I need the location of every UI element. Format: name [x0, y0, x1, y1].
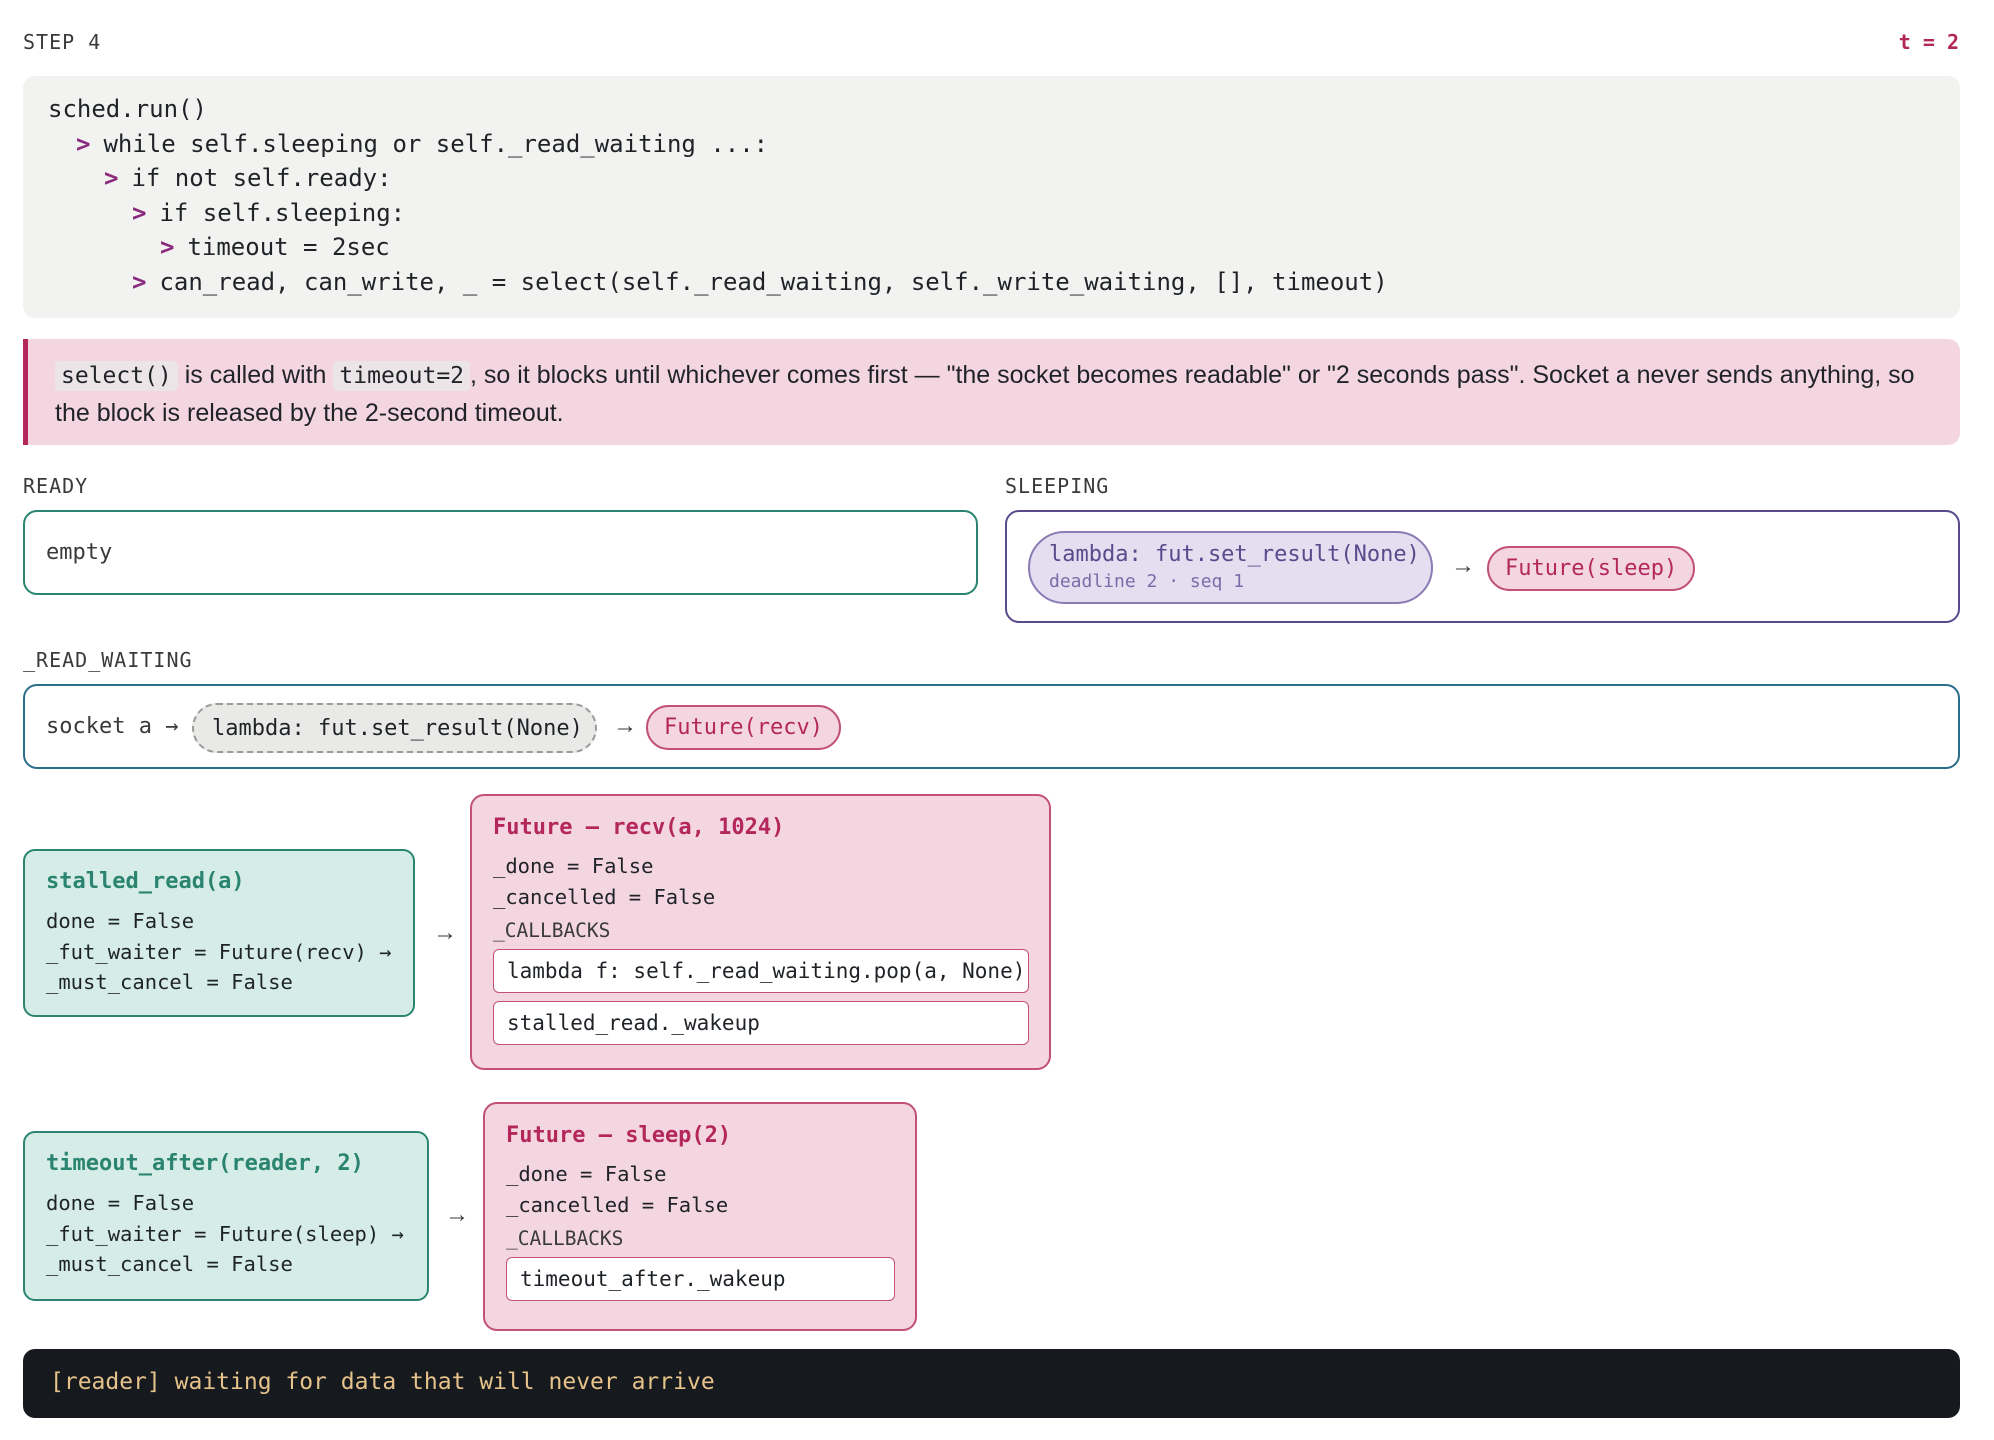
task-field: _fut_waiter = Future(sleep) → [46, 1221, 404, 1246]
arrow-icon: → [445, 1201, 469, 1228]
read-waiting-title: _READ_WAITING [23, 648, 193, 672]
code-line: >can_read, can_write, _ = select(self._r… [132, 267, 1388, 296]
future-recv-pill: Future(recv) [646, 705, 841, 750]
socket-label: socket a → [46, 714, 179, 739]
task-stalled-read: stalled_read(a) done = False _fut_waiter… [23, 849, 415, 1017]
callback-item: timeout_after._wakeup [506, 1257, 895, 1301]
time-label: t = 2 [1898, 30, 1959, 54]
arrow-icon: → [433, 919, 457, 946]
future-recv-card: Future — recv(a, 1024) _done = False _ca… [470, 794, 1051, 1070]
ready-queue: empty [23, 510, 978, 595]
task-field: _must_cancel = False [46, 970, 293, 994]
task-field: done = False [46, 1191, 195, 1215]
inline-code: timeout=2 [333, 361, 471, 391]
ready-empty-text: empty [46, 540, 113, 565]
callbacks-label: _CALLBACKS [506, 1227, 624, 1250]
task-timeout-after: timeout_after(reader, 2) done = False _f… [23, 1131, 429, 1301]
code-line: >while self.sleeping or self._read_waiti… [76, 129, 769, 158]
code-line: sched.run() [48, 95, 207, 123]
future-title: Future — recv(a, 1024) [493, 815, 785, 840]
step-label: STEP 4 [23, 30, 102, 54]
caret-icon: > [104, 164, 119, 193]
future-title: Future — sleep(2) [506, 1123, 732, 1148]
task-field: done = False [46, 909, 195, 933]
future-field: _done = False [493, 854, 654, 878]
task-field: _must_cancel = False [46, 1252, 293, 1276]
future-field: _done = False [506, 1162, 667, 1186]
caret-icon: > [160, 233, 175, 262]
callbacks-label: _CALLBACKS [493, 919, 611, 942]
caret-icon: > [132, 198, 147, 227]
log-output: [reader] waiting for data that will neve… [23, 1349, 1960, 1418]
sleeping-queue: lambda: fut.set_result(None) deadline 2 … [1005, 510, 1960, 623]
future-field: _cancelled = False [493, 884, 716, 909]
read-waiting-map: socket a → lambda: fut.set_result(None) … [23, 684, 1960, 769]
caret-icon: > [132, 267, 147, 296]
task-title: timeout_after(reader, 2) [46, 1151, 364, 1176]
explanation-note: select() is called with timeout=2, so it… [23, 339, 1960, 445]
code-line: >timeout = 2sec [160, 233, 390, 262]
caret-icon: > [76, 129, 91, 158]
future-sleep-pill: Future(sleep) [1487, 546, 1696, 591]
code-line: >if not self.ready: [104, 164, 392, 193]
code-line: >if self.sleeping: [132, 198, 406, 227]
code-trace: sched.run() >while self.sleeping or self… [23, 76, 1960, 318]
task-field: _fut_waiter = Future(recv) → [46, 939, 392, 964]
arrow-icon: → [613, 712, 637, 739]
read-waiting-callback: lambda: fut.set_result(None) [192, 703, 597, 753]
future-field: _cancelled = False [506, 1192, 729, 1217]
sleeping-entry: lambda: fut.set_result(None) deadline 2 … [1028, 531, 1433, 604]
ready-title: READY [23, 474, 89, 498]
arrow-icon: → [1451, 552, 1475, 579]
future-sleep-card: Future — sleep(2) _done = False _cancell… [483, 1102, 917, 1331]
inline-code: select() [55, 361, 178, 391]
callback-item: stalled_read._wakeup [493, 1001, 1029, 1045]
task-title: stalled_read(a) [46, 869, 245, 894]
sleeping-title: SLEEPING [1005, 474, 1110, 498]
callback-item: lambda f: self._read_waiting.pop(a, None… [493, 949, 1029, 993]
